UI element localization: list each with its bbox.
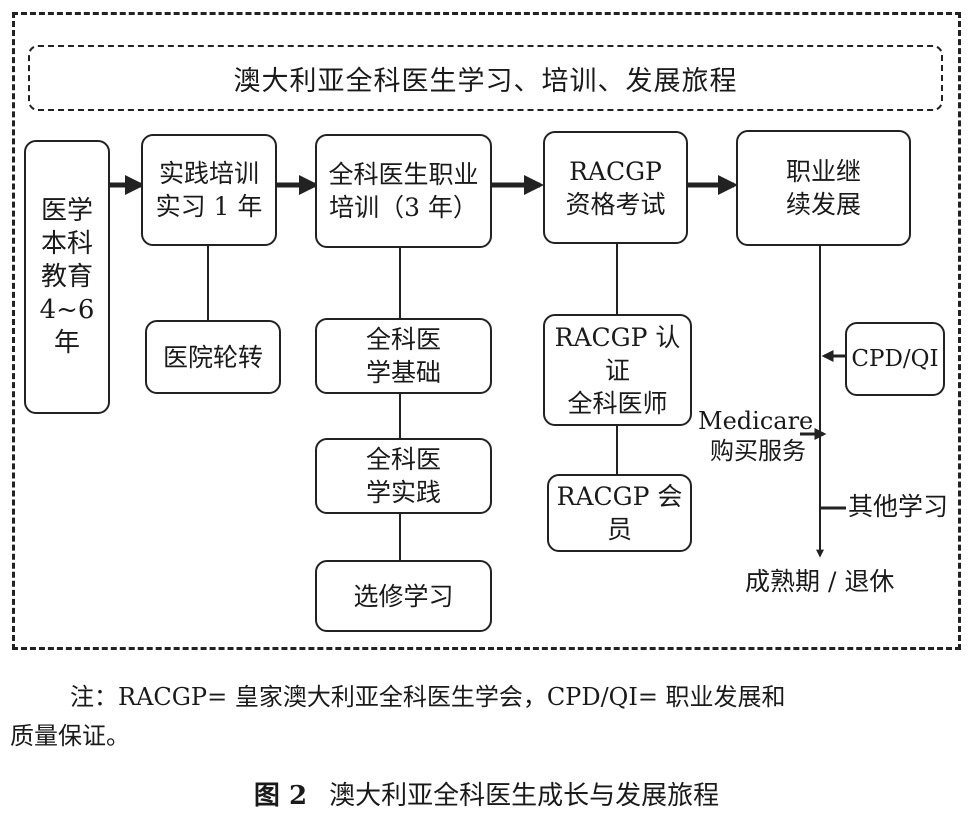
figure-caption-text: 澳大利亚全科医生成长与发展旅程 [329,781,720,811]
box-career-development: 职业继 续发展 [736,130,911,246]
label-other-learning: 其他学习 [848,492,949,521]
box-racgp-exam: RACGP 资格考试 [543,131,688,244]
label-medicare-purchased-services: Medicare 购买服务 [698,407,814,465]
figure-label: 图 2 [253,781,308,811]
diagram-title: 澳大利亚全科医生学习、培训、发展旅程 [28,45,943,111]
note-line-1: 注：RACGP= 皇家澳大利亚全科医生学会，CPD/QI= 职业发展和 [70,683,786,711]
box-racgp-member: RACGP 会员 [547,474,692,552]
diagram-frame [12,12,961,650]
box-gp-basics: 全科医 学基础 [315,318,492,394]
box-internship: 实践培训 实习 1 年 [141,134,277,246]
box-medical-education: 医学 本科 教育 4~6 年 [24,140,110,414]
box-gp-training: 全科医生职业 培训（3 年） [315,134,492,248]
label-maturity-retirement: 成熟期 / 退休 [745,567,895,596]
figure-note: 注：RACGP= 皇家澳大利亚全科医生学会，CPD/QI= 职业发展和 质量保证… [10,678,965,756]
figure-caption: 图 2 澳大利亚全科医生成长与发展旅程 [0,775,973,812]
box-cpd-qi: CPD/QI [845,322,945,396]
box-gp-practice: 全科医 学实践 [315,438,492,514]
box-racgp-certified: RACGP 认证 全科医师 [543,314,692,426]
box-hospital-rotation: 医院轮转 [145,320,281,394]
note-line-2: 质量保证。 [10,722,130,750]
box-electives: 选修学习 [315,560,492,632]
